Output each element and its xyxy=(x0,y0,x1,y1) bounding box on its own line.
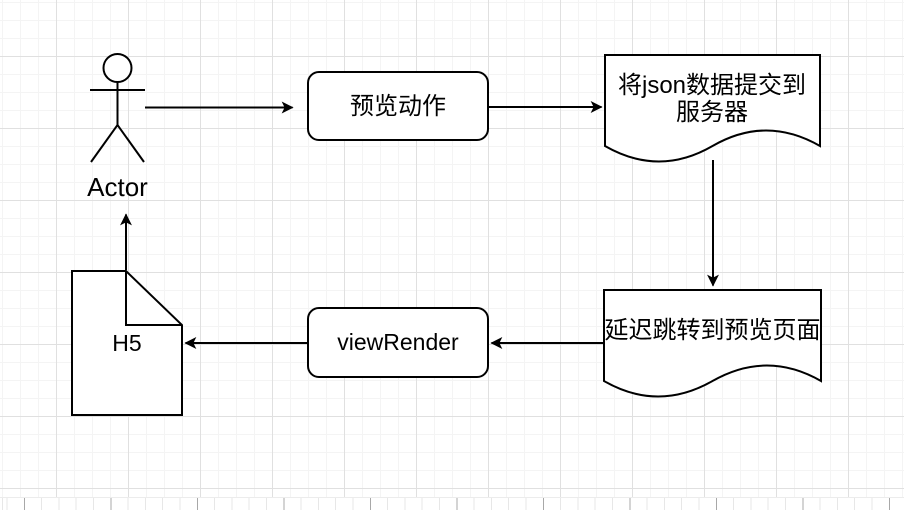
submit-json-node[interactable] xyxy=(604,54,821,163)
page-edge-ruler xyxy=(0,497,904,510)
h5-note-fold xyxy=(125,271,182,326)
actor-node[interactable] xyxy=(90,53,145,163)
actor-leg-left xyxy=(90,124,119,163)
preview-action-node[interactable] xyxy=(307,71,489,141)
delay-redirect-node[interactable] xyxy=(603,289,822,398)
h5-note-outline xyxy=(71,270,183,416)
actor-head xyxy=(102,53,133,83)
view-render-node[interactable] xyxy=(307,307,489,378)
h5-note-node[interactable] xyxy=(71,270,183,416)
actor-leg-right xyxy=(116,124,145,163)
